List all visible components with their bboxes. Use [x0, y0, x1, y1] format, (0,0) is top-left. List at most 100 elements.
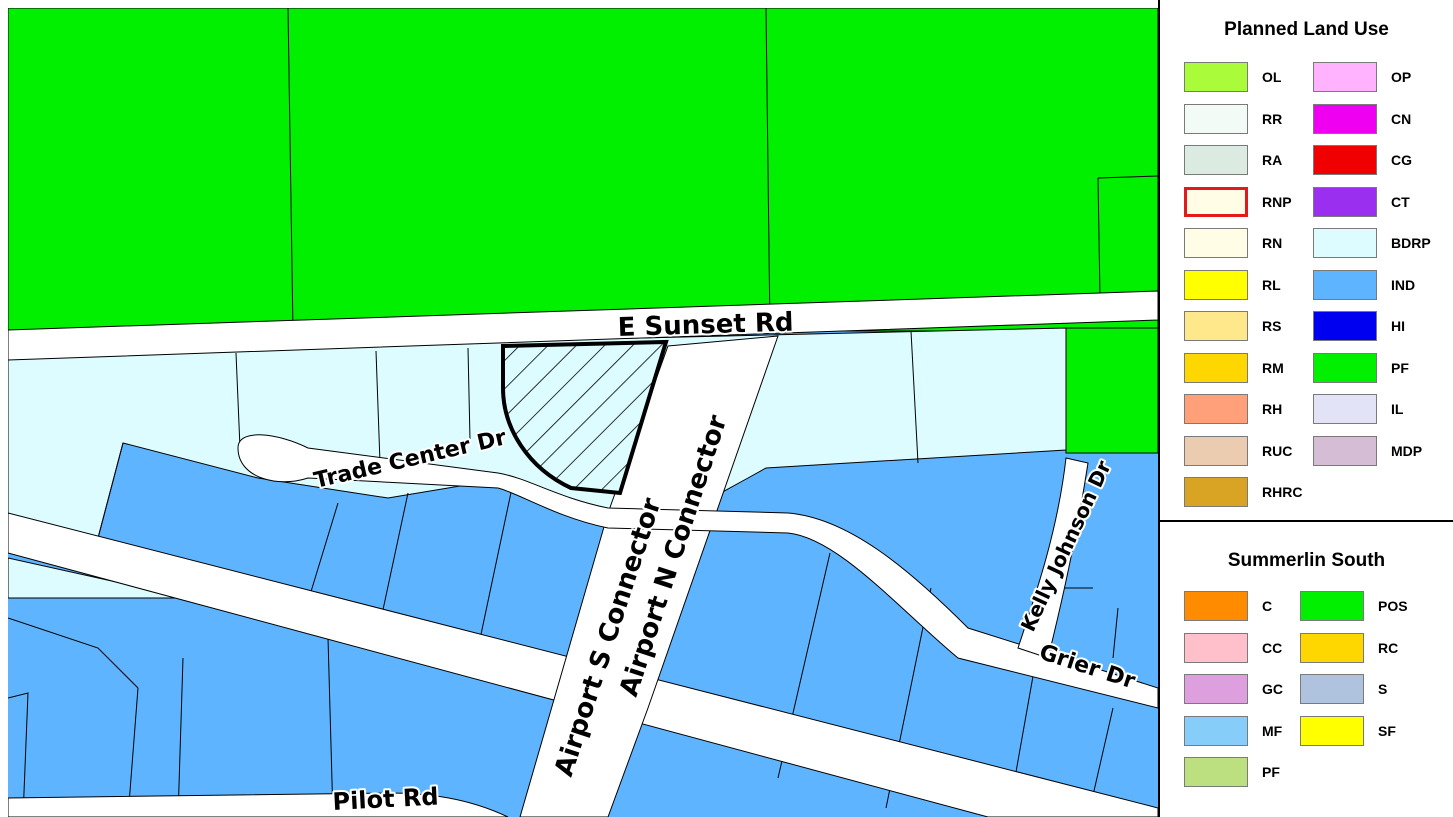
road-label-e-sunset: E Sunset Rd: [617, 307, 794, 343]
legend-label: IL: [1391, 401, 1404, 417]
legend-swatch: [1184, 757, 1248, 787]
legend-swatch: [1300, 591, 1364, 621]
legend-item-bdrp: BDRP: [1313, 227, 1431, 259]
legend-label: RHRC: [1262, 484, 1303, 500]
legend-label: RA: [1262, 152, 1283, 168]
legend-label: RN: [1262, 235, 1283, 251]
legend-item-pf: PF: [1313, 352, 1409, 384]
legend-label: S: [1378, 681, 1388, 697]
legend-label: RS: [1262, 318, 1282, 334]
legend-item-pf: PF: [1184, 756, 1280, 788]
legend-label: RUC: [1262, 442, 1293, 459]
legend-label: RC: [1378, 639, 1399, 656]
legend-item-ct: CT: [1313, 186, 1410, 218]
legend-swatch: [1184, 103, 1248, 134]
legend-item-gc: GC: [1184, 673, 1283, 705]
legend-label: BDRP: [1391, 235, 1431, 251]
legend-label: MDP: [1391, 442, 1423, 459]
legend-swatch: [1184, 228, 1248, 258]
trade-center-road: [237, 434, 1158, 709]
legend-swatch: [1184, 632, 1248, 663]
legend-swatch: [1184, 394, 1248, 424]
legend-item-mdp: MDP: [1313, 435, 1422, 467]
kelly-johnson-road: [1017, 457, 1089, 659]
land-use-map[interactable]: E Sunset Rd Trade Center Dr Airport S Co…: [8, 8, 1158, 817]
legend-item-rr: RR: [1184, 103, 1282, 135]
legend-title-planned: Planned Land Use: [1224, 19, 1389, 40]
legend: Planned Land Use OL RR RA RNP RN RL RS RM RH RUC R…: [1158, 0, 1453, 817]
legend-item-hi: HI: [1313, 310, 1405, 342]
legend-label: GC: [1262, 681, 1283, 697]
legend-item-rl: RL: [1184, 269, 1281, 301]
legend-item-cc: CC: [1184, 632, 1282, 664]
legend-item-rnp: RNP: [1184, 186, 1292, 218]
legend-item-rhrc: RHRC: [1184, 476, 1302, 508]
legend-swatch: [1313, 228, 1377, 258]
legend-item-s: S: [1300, 673, 1387, 705]
legend-planned-land-use: Planned Land Use OL RR RA RNP RN RL RS RM RH RUC R…: [1160, 0, 1453, 522]
legend-label: OL: [1262, 69, 1282, 85]
legend-label: MF: [1262, 722, 1283, 739]
map-canvas[interactable]: E Sunset Rd Trade Center Dr Airport S Co…: [8, 8, 1158, 817]
legend-label: RR: [1262, 110, 1283, 127]
legend-swatch: [1184, 311, 1248, 341]
legend-swatch: [1184, 186, 1248, 217]
legend-label: SF: [1378, 722, 1396, 739]
legend-item-rc: RC: [1300, 632, 1398, 664]
legend-swatch: [1184, 62, 1248, 92]
legend-item-mf: MF: [1184, 715, 1282, 747]
legend-label: HI: [1391, 318, 1405, 334]
legend-swatch: [1313, 269, 1377, 300]
legend-label: CC: [1262, 639, 1283, 656]
legend-label: RH: [1262, 401, 1283, 417]
legend-item-rn: RN: [1184, 227, 1282, 259]
legend-swatch: [1184, 435, 1248, 466]
legend-swatch: [1184, 715, 1248, 746]
legend-swatch: [1313, 62, 1377, 92]
legend-label: C: [1262, 598, 1273, 614]
legend-item-cg: CG: [1313, 144, 1412, 176]
legend-item-op: OP: [1313, 61, 1411, 93]
legend-title-summerlin: Summerlin South: [1227, 550, 1386, 571]
public-facility-area: [8, 8, 1158, 332]
legend-item-cn: CN: [1313, 103, 1411, 135]
legend-swatch: [1300, 715, 1364, 746]
legend-swatch: [1313, 394, 1377, 424]
legend-label: IND: [1391, 276, 1416, 293]
legend-swatch: [1313, 352, 1377, 383]
public-facility-area-east: [1065, 327, 1158, 454]
legend-item-ind: IND: [1313, 269, 1415, 301]
legend-swatch: [1184, 477, 1248, 507]
legend-label: PF: [1391, 359, 1409, 376]
legend-swatch: [1184, 145, 1248, 175]
legend-item-ol: OL: [1184, 61, 1281, 93]
legend-item-il: IL: [1313, 393, 1403, 425]
legend-item-rm: RM: [1184, 352, 1284, 384]
legend-swatch: [1184, 674, 1248, 704]
legend-swatch: [1300, 632, 1364, 663]
legend-swatch: [1313, 186, 1377, 217]
legend-swatch: [1184, 591, 1248, 621]
legend-label: CT: [1391, 193, 1410, 210]
legend-item-pos: POS: [1300, 590, 1408, 622]
e-sunset-road: [8, 290, 1158, 361]
legend-item-rs: RS: [1184, 310, 1281, 342]
legend-label: CG: [1391, 152, 1412, 168]
legend-swatch: [1300, 674, 1364, 704]
road-label-pilot: Pilot Rd: [332, 782, 439, 816]
legend-swatch: [1184, 352, 1248, 383]
legend-swatch: [1313, 435, 1377, 466]
legend-swatch: [1184, 269, 1248, 300]
legend-label: RL: [1262, 276, 1281, 293]
road-network: [8, 290, 1158, 817]
legend-label: RNP: [1262, 193, 1292, 210]
legend-item-rh: RH: [1184, 393, 1282, 425]
legend-item-ra: RA: [1184, 144, 1282, 176]
legend-swatch: [1313, 311, 1377, 341]
legend-item-sf: SF: [1300, 715, 1396, 747]
legend-label: POS: [1378, 598, 1408, 614]
legend-label: RM: [1262, 359, 1284, 376]
subject-parcel[interactable]: [501, 339, 669, 496]
